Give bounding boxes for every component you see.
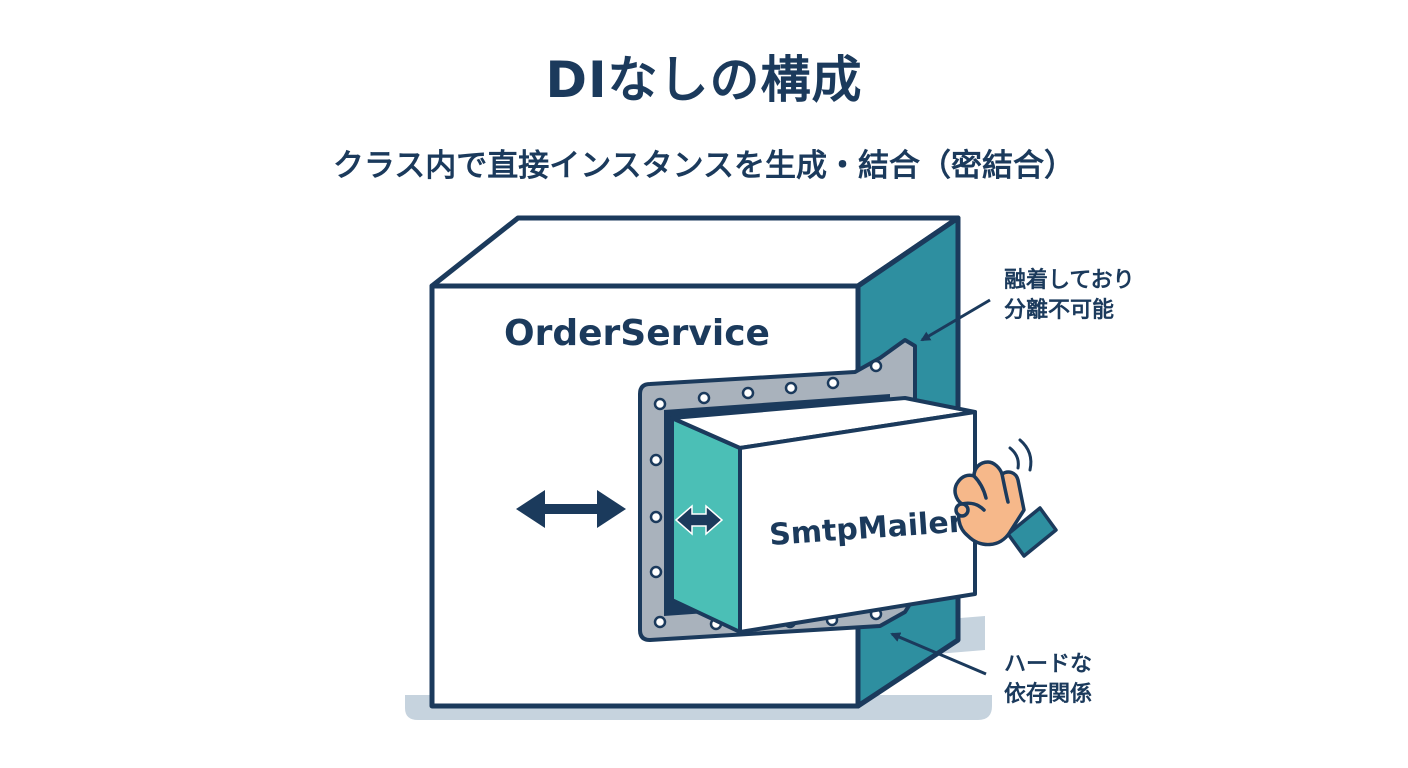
annotation-hard-dependency: ハードな 依存関係 [1004,650,1092,710]
annotation-fused: 融着しており 分離不可能 [1004,266,1135,326]
page-subtitle: クラス内で直接インスタンスを生成・結合（密結合） [332,148,1076,184]
inner-box-front [738,410,977,634]
annotation-fused-line2: 分離不可能 [1004,298,1115,323]
motion-lines-icon [1008,438,1033,472]
double-arrow-small-icon [674,504,724,536]
hand-icon [953,460,1058,558]
page-title: DIなしの構成 [545,51,863,109]
annotation-fused-line1: 融着しており [1004,268,1135,293]
outer-box-label: OrderService [504,313,770,354]
double-arrow-icon [516,490,626,528]
plate-bolts [649,359,883,631]
callout-arrow-icon [890,632,987,676]
callout-arrow-icon [920,298,991,342]
annotation-hard-line1: ハードな [1004,652,1093,677]
annotation-hard-line2: 依存関係 [1004,682,1093,707]
